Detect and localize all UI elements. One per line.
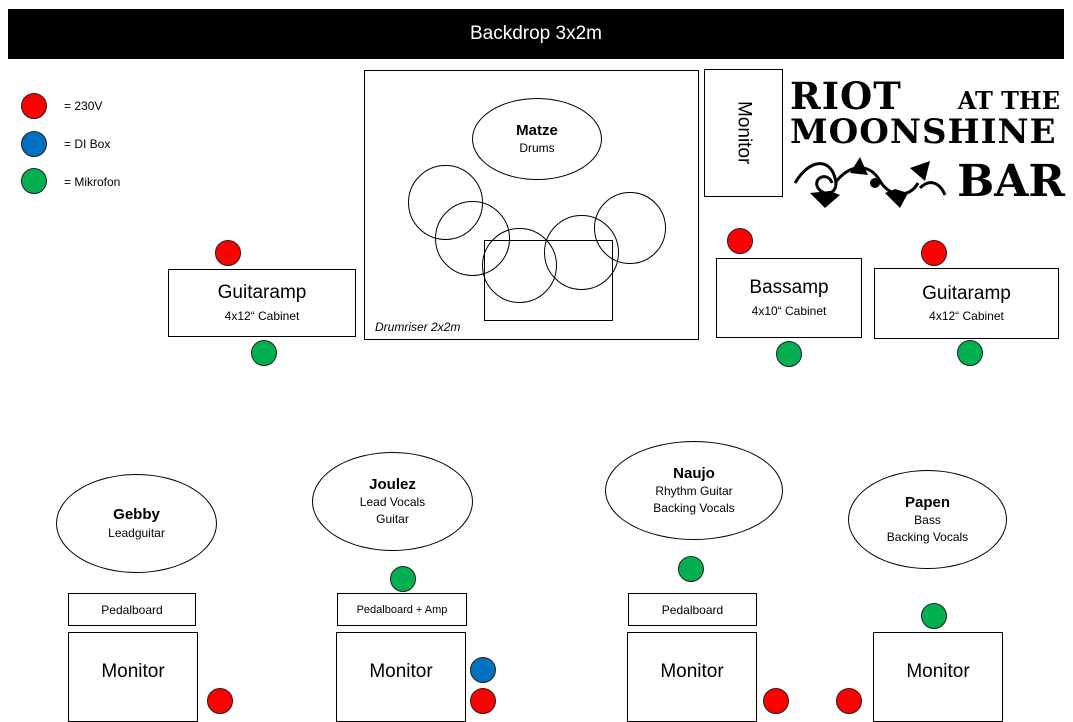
member-joulez: Joulez Lead Vocals Guitar [312, 452, 473, 551]
pedalboard-label: Pedalboard + Amp [356, 603, 448, 616]
logo-bar: BAR [957, 155, 1065, 207]
mic-bassamp-icon [776, 341, 802, 367]
guitaramp-left: Guitaramp 4x12“ Cabinet [168, 269, 356, 337]
pedalboard-joulez: Pedalboard + Amp [337, 593, 467, 626]
member-role: Guitar [376, 512, 409, 527]
drum-tom-4 [594, 192, 666, 264]
guitaramp-right-title: Guitaramp [922, 282, 1011, 304]
monitor-papen: Monitor [873, 632, 1003, 722]
power-joulez-icon [470, 688, 496, 714]
guitaramp-left-title: Guitaramp [217, 282, 307, 303]
member-name: Gebby [113, 506, 160, 524]
monitor-gebby: Monitor [68, 632, 198, 722]
member-papen: Papen Bass Backing Vocals [848, 470, 1007, 569]
monitor-label: Monitor [906, 661, 970, 682]
legend-di-box-icon [21, 131, 47, 157]
member-name: Joulez [369, 475, 416, 493]
guitaramp-right-sub: 4x12“ Cabinet [929, 309, 1004, 324]
pedalboard-gebby: Pedalboard [68, 593, 196, 626]
power-guitaramp-right-icon [921, 240, 947, 266]
bassamp: Bassamp 4x10“ Cabinet [716, 258, 862, 338]
legend-di-box-label: = DI Box [64, 137, 111, 151]
member-name: Naujo [673, 464, 715, 482]
member-role: Bass [914, 513, 941, 528]
monitor-label: Monitor [101, 661, 165, 682]
drummer-matze: Matze Drums [472, 98, 602, 180]
logo-at-the: AT THE [957, 86, 1060, 115]
pedalboard-label: Pedalboard [101, 602, 163, 617]
monitor-drummer-label: Monitor [733, 101, 755, 165]
mic-papen-icon [921, 603, 947, 629]
member-role: Lead Vocals [359, 495, 426, 510]
member-role: Backing Vocals [886, 530, 969, 545]
mic-guitaramp-right-icon [957, 340, 983, 366]
backdrop-label: Backdrop 3x2m [469, 23, 602, 44]
member-role: Leadguitar [108, 525, 165, 540]
legend-230v-label: = 230V [64, 99, 103, 113]
legend-mikrofon-label: = Mikrofon [64, 175, 121, 189]
power-papen-icon [836, 688, 862, 714]
member-naujo: Naujo Rhythm Guitar Backing Vocals [605, 441, 783, 540]
member-role: Rhythm Guitar [655, 484, 733, 499]
di-box-joulez-icon [470, 657, 496, 683]
drummer-role: Drums [519, 141, 555, 156]
legend-230v-icon [21, 93, 47, 119]
power-naujo-icon [763, 688, 789, 714]
monitor-label: Monitor [660, 661, 724, 682]
guitaramp-left-sub: 4x12“ Cabinet [224, 308, 300, 323]
ornament-icon [793, 156, 947, 208]
bassamp-title: Bassamp [749, 277, 829, 298]
mic-joulez-icon [390, 566, 416, 592]
logo-moonshine: MOONSHINE [790, 112, 1057, 152]
band-logo: RIOT AT THE MOONSHINE BAR [790, 78, 1068, 218]
member-gebby: Gebby Leadguitar [56, 474, 217, 573]
power-bassamp-icon [727, 228, 753, 254]
guitaramp-right: Guitaramp 4x12“ Cabinet [874, 268, 1059, 339]
monitor-label: Monitor [369, 661, 433, 682]
member-name: Papen [904, 493, 950, 511]
backdrop-bar: Backdrop 3x2m [8, 9, 1064, 59]
power-guitaramp-left-icon [215, 240, 241, 266]
pedalboard-naujo: Pedalboard [628, 593, 757, 626]
pedalboard-label: Pedalboard [661, 602, 724, 617]
drummer-name: Matze [516, 121, 558, 139]
monitor-drummer: Monitor [704, 69, 783, 197]
mic-naujo-icon [678, 556, 704, 582]
power-gebby-icon [207, 688, 233, 714]
drumriser-label: Drumriser 2x2m [375, 320, 461, 334]
monitor-naujo: Monitor [627, 632, 757, 722]
monitor-joulez: Monitor [336, 632, 466, 722]
mic-guitaramp-left-icon [251, 340, 277, 366]
legend-mikrofon-icon [21, 168, 47, 194]
logo-riot: RIOT [790, 74, 902, 118]
drumriser: Drumriser 2x2m [364, 70, 699, 340]
bassamp-sub: 4x10“ Cabinet [751, 303, 827, 318]
member-role: Backing Vocals [653, 501, 735, 516]
